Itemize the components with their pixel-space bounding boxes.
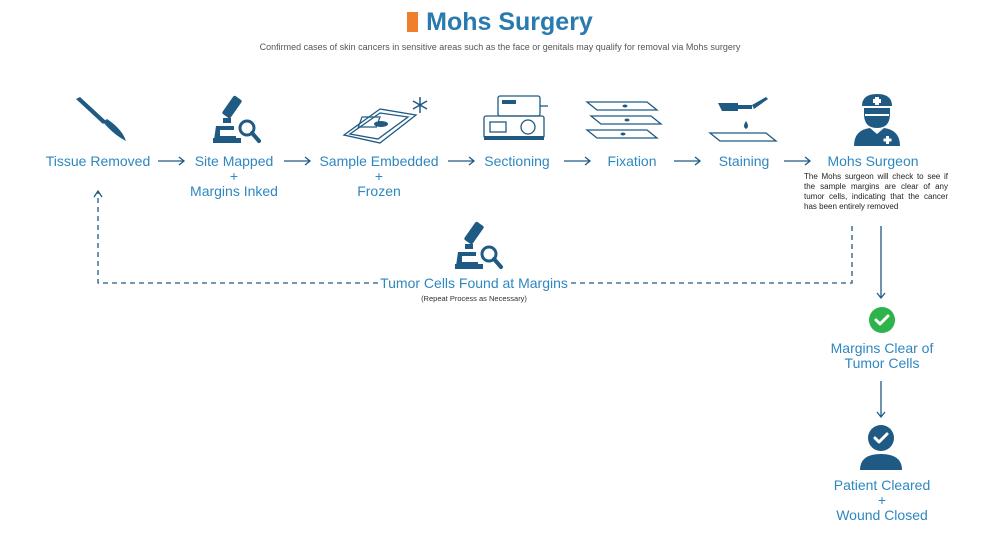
step-mohs-surgeon: Mohs Surgeon [812,154,934,169]
arrow-6 [784,156,812,166]
clear-line-1: Margins Clear of [830,340,934,356]
step-label: Staining [718,153,770,169]
step-label: Sample Embedded [319,153,439,169]
repeat-loop-dashed-line [97,192,853,284]
arrow-down-1 [876,226,886,300]
final-label: Patient Cleared + Wound Closed [812,478,952,523]
embedding-tray-snowflake-icon [342,97,428,144]
arrow-3 [448,156,476,166]
snowflake-icon [412,97,428,113]
patient-check-icon [860,425,902,470]
loop-microscope-icon [455,221,503,269]
surgeon-icon [854,94,900,146]
step-site-mapped: Site Mapped + Margins Inked [168,154,300,199]
step-sample-embedded: Sample Embedded + Frozen [312,154,446,199]
surgeon-note: The Mohs surgeon will check to see if th… [804,172,948,211]
margins-clear-label: Margins Clear of Tumor Cells [812,341,952,371]
clear-line-2: Tumor Cells [844,355,920,371]
step-fixation: Fixation [592,154,672,169]
final-line-2: Wound Closed [836,507,928,523]
arrow-1 [158,156,186,166]
slides-icon [585,101,663,139]
step-label: Sectioning [484,153,550,169]
step-staining: Staining [704,154,784,169]
loop-arrowhead [93,189,103,198]
arrow-4 [564,156,592,166]
step-tissue-removed: Tissue Removed [38,154,158,169]
step-sectioning: Sectioning [474,154,560,169]
final-plus: + [877,492,887,508]
pipette-slide-icon [708,97,778,142]
step-label: Tissue Removed [45,153,151,169]
microtome-icon [483,95,548,140]
page-title: Mohs Surgery [0,8,1000,37]
arrow-down-2 [876,381,886,419]
step-label: Site Mapped [194,153,274,169]
arrow-2 [284,156,312,166]
step-label: Fixation [607,153,657,169]
step-label-2: Margins Inked [190,183,278,199]
final-line-1: Patient Cleared [833,477,931,493]
check-circle-icon [869,307,895,333]
arrow-5 [674,156,702,166]
step-plus: + [229,168,239,184]
loop-sublabel: (Repeat Process as Necessary) [421,294,527,303]
scalpel-icon [76,97,126,141]
title-accent-mark [407,12,419,32]
title-text: Mohs Surgery [426,8,593,36]
step-label: Mohs Surgeon [827,153,919,169]
microscope-magnifier-icon [213,95,261,143]
page-subtitle: Confirmed cases of skin cancers in sensi… [259,42,741,52]
step-label-2: Frozen [357,183,401,199]
loop-label: Tumor Cells Found at Margins [380,275,568,291]
step-plus: + [374,168,384,184]
